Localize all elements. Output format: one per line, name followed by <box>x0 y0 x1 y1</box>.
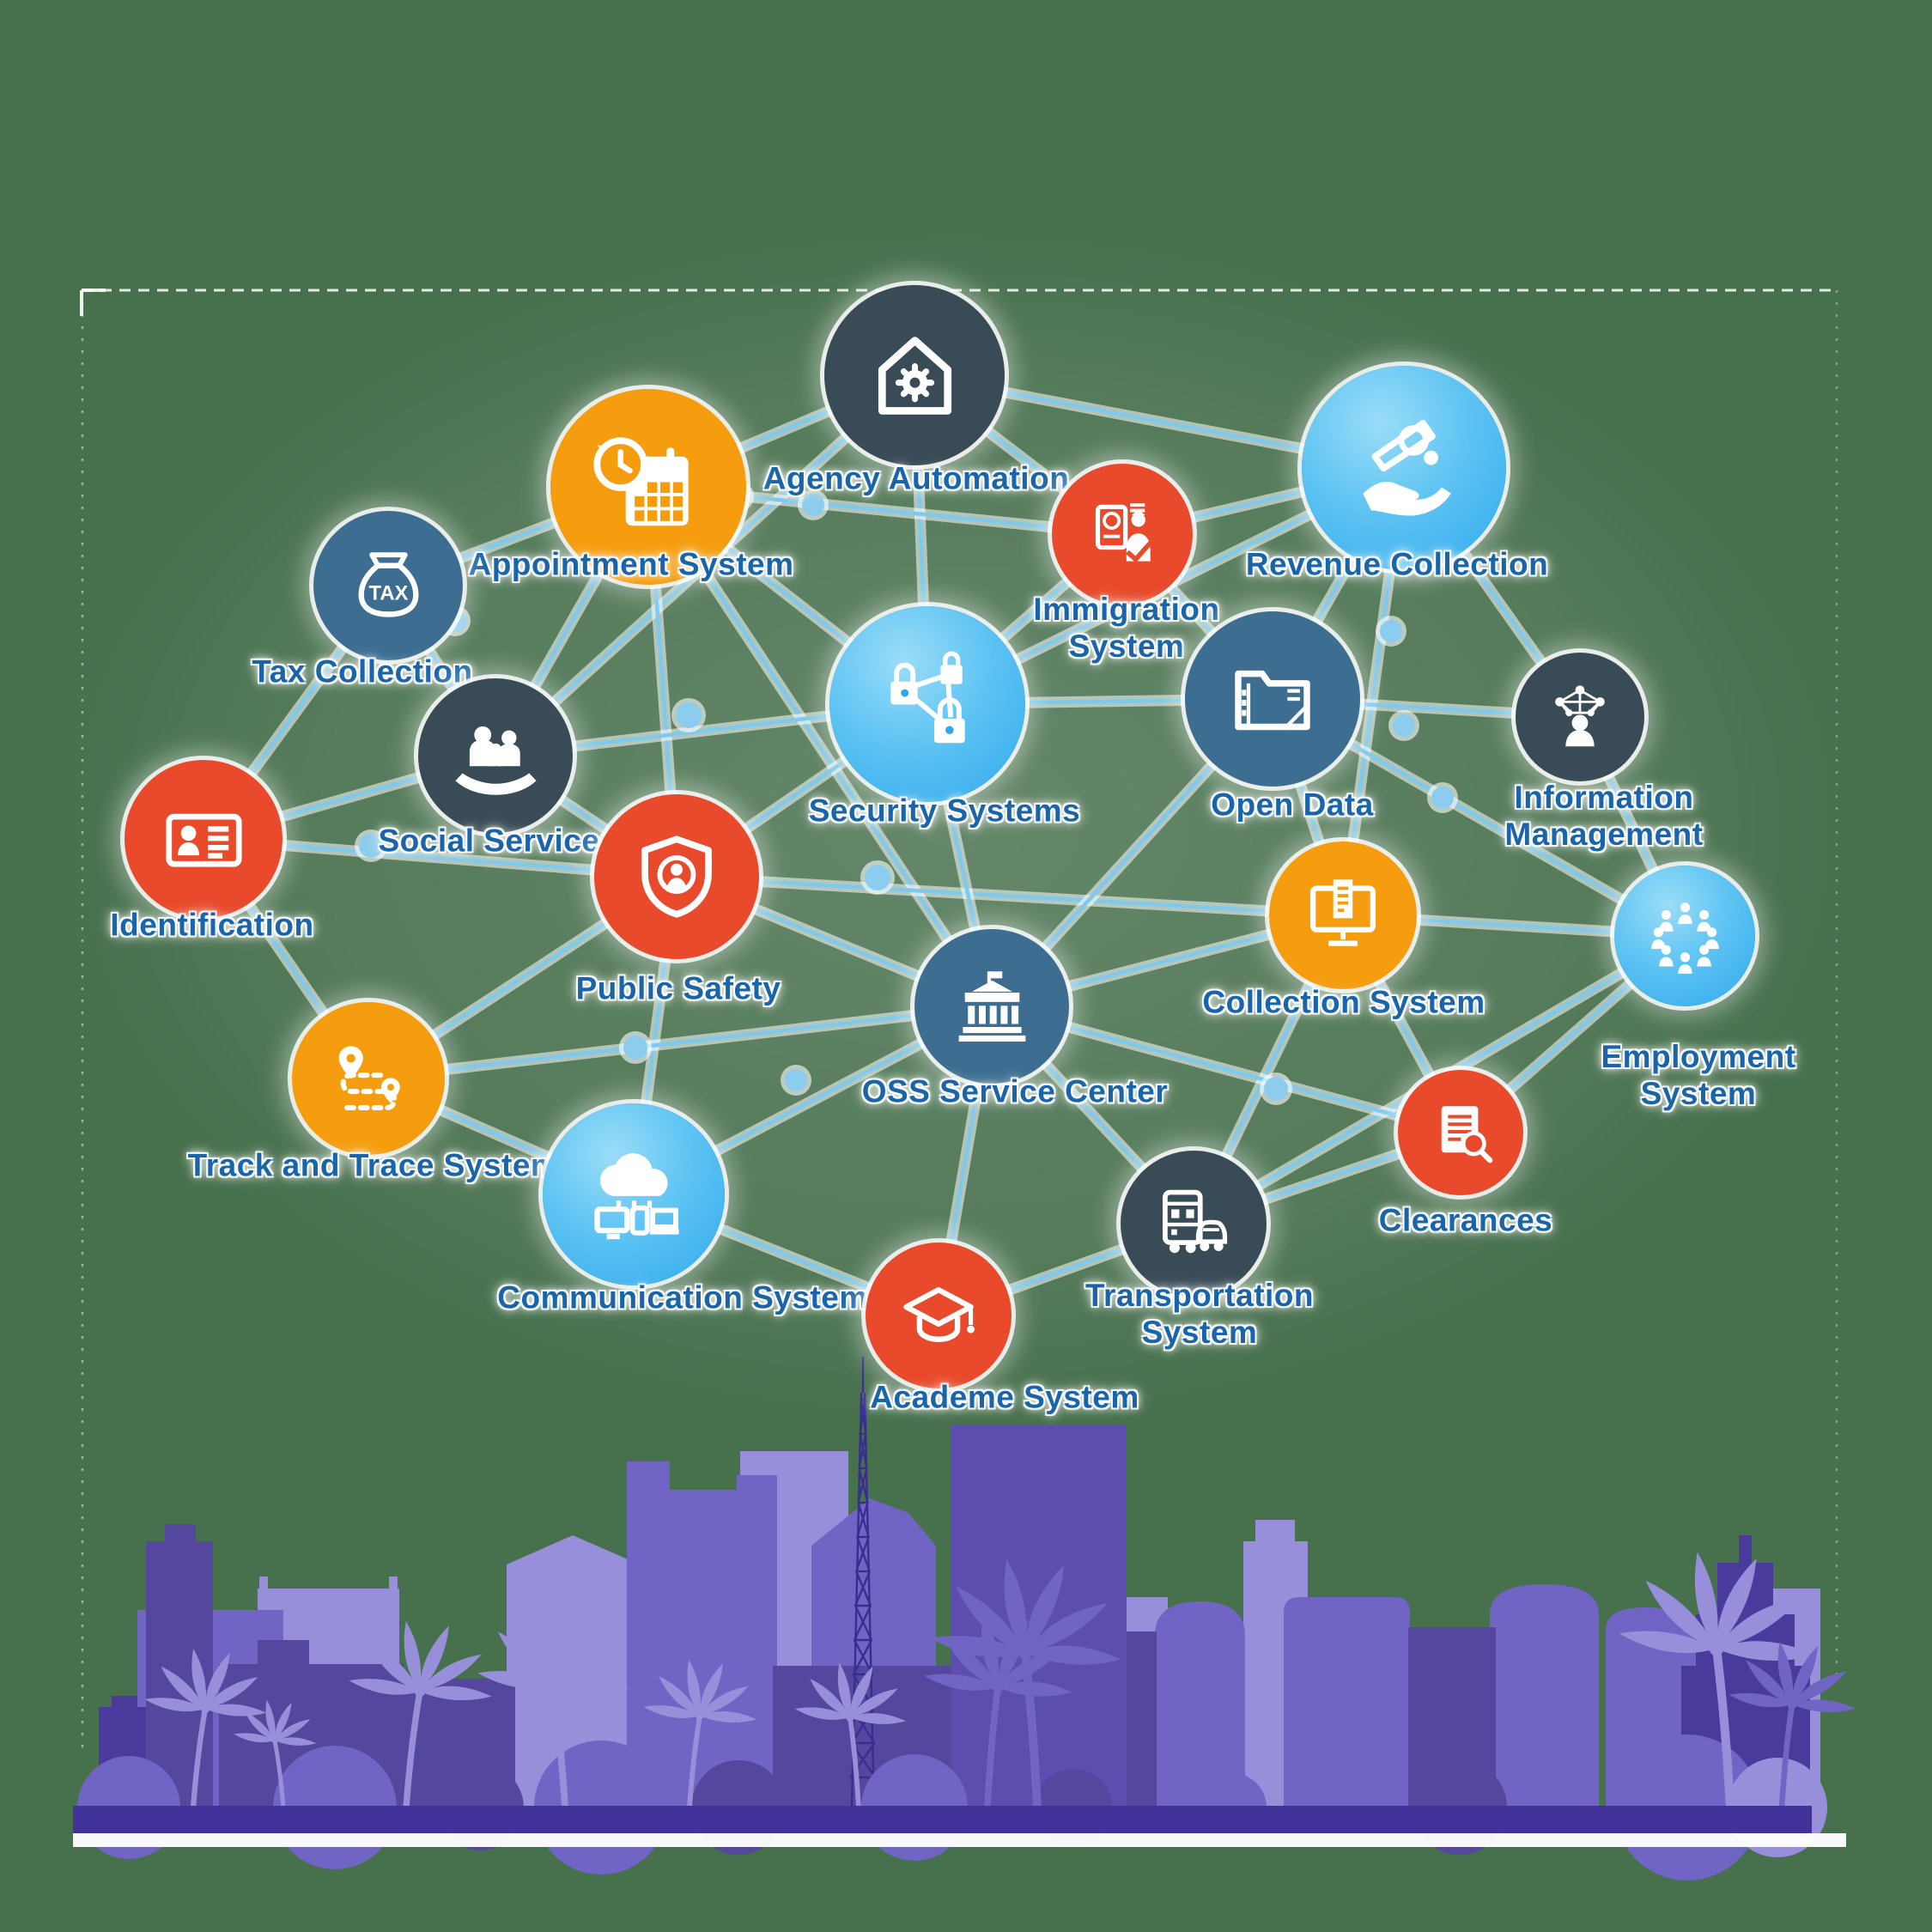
label-line: System <box>1068 629 1185 664</box>
palm-tree <box>930 1558 1121 1808</box>
cloud-devices-icon <box>593 1152 679 1239</box>
node-label-clearances: Clearances <box>1379 1202 1552 1239</box>
money-hand-icon <box>1362 419 1451 516</box>
dashed-frame-border <box>80 289 1838 1752</box>
city-skyline <box>73 1357 1856 1880</box>
family-care-icon <box>454 726 537 795</box>
node-oss <box>914 929 1069 1084</box>
calendar-clock-icon <box>592 436 689 526</box>
label-line: OSS Service Center <box>861 1073 1169 1109</box>
lock-network-icon <box>890 651 965 743</box>
node-agency <box>824 285 1005 465</box>
label-line: Information <box>1514 780 1694 815</box>
palm-tree <box>643 1659 757 1808</box>
graduation-cap-icon <box>903 1286 975 1343</box>
person-network-icon <box>1555 685 1605 747</box>
people-ring-icon <box>1650 902 1719 974</box>
node-label-communication: Communication System <box>497 1279 867 1316</box>
palm-tree <box>1619 1552 1815 1808</box>
node-identification <box>125 760 283 918</box>
node-label-revenue: Revenue Collection <box>1246 546 1548 583</box>
node-label-track: Track and Trace System <box>188 1147 560 1184</box>
node-label-academe: Academe System <box>870 1379 1139 1416</box>
node-clearances <box>1398 1070 1523 1195</box>
label-line: Appointment System <box>468 546 794 582</box>
label-line: Agency Automation <box>762 460 1070 496</box>
label-line: Academe System <box>870 1379 1139 1415</box>
node-revenue <box>1302 366 1506 570</box>
node-tax: TAX <box>313 511 463 660</box>
node-track <box>292 1002 445 1155</box>
node-appointment <box>550 389 746 585</box>
node-collection <box>1269 841 1417 989</box>
palm-tree <box>234 1699 317 1808</box>
svg-text:TAX: TAX <box>368 581 408 605</box>
node-label-collection: Collection System <box>1202 984 1485 1021</box>
node-information <box>1516 653 1644 781</box>
label-line: Security Systems <box>808 793 1081 829</box>
palm-tree <box>477 1609 629 1808</box>
label-line: Open Data <box>1211 787 1374 823</box>
palm-tree <box>349 1620 492 1808</box>
label-line: System <box>1141 1315 1258 1350</box>
node-label-security: Security Systems <box>809 793 1081 829</box>
id-card-icon <box>165 813 242 867</box>
document-search-icon <box>1441 1105 1492 1163</box>
monitor-receipt-icon <box>1309 879 1376 946</box>
palm-tree <box>794 1662 906 1808</box>
route-pins-icon <box>338 1045 400 1110</box>
label-line: Revenue Collection <box>1245 546 1549 582</box>
shield-person-icon <box>641 835 712 918</box>
government-building-icon <box>958 970 1025 1042</box>
bus-car-icon <box>1163 1189 1228 1254</box>
palm-tree <box>144 1649 267 1808</box>
node-open <box>1185 611 1360 787</box>
label-line: Social Services <box>378 823 618 859</box>
node-label-oss: OSS Service Center <box>862 1073 1169 1110</box>
node-label-tax: Tax Collection <box>252 653 472 690</box>
label-line: Management <box>1504 817 1704 852</box>
node-security <box>829 606 1025 802</box>
label-line: System <box>1640 1076 1757 1111</box>
node-label-identification: Identification <box>110 907 313 944</box>
passport-officer-icon <box>1095 502 1153 562</box>
tax-bag-icon: TAX <box>358 551 418 617</box>
palm-tree <box>1293 1669 1400 1808</box>
folder-icon <box>1235 670 1310 731</box>
label-line: Clearances <box>1378 1202 1553 1238</box>
label-line: Transportation <box>1084 1278 1315 1313</box>
node-transportation <box>1121 1151 1267 1297</box>
label-line: Collection System <box>1202 984 1485 1020</box>
node-label-social: Social Services <box>378 823 617 860</box>
node-label-appointment: Appointment System <box>468 546 793 583</box>
label-line: Track and Trace System <box>187 1147 560 1183</box>
label-line: Communication System <box>497 1279 868 1315</box>
palm-tree <box>1728 1641 1856 1808</box>
node-immigration <box>1052 464 1193 605</box>
node-social <box>418 678 573 833</box>
node-label-open: Open Data <box>1211 787 1374 823</box>
label-line: Immigration <box>1033 592 1220 627</box>
label-line: Identification <box>110 907 314 943</box>
node-employment <box>1614 866 1755 1006</box>
house-gear-icon <box>878 336 951 415</box>
label-line: Public Safety <box>575 970 781 1006</box>
node-academe <box>866 1242 1012 1388</box>
node-label-agency: Agency Automation <box>763 460 1070 497</box>
label-line: Employment <box>1601 1039 1796 1074</box>
node-communication <box>543 1103 725 1285</box>
label-line: Tax Collection <box>252 653 473 690</box>
node-public <box>594 794 759 959</box>
node-label-public: Public Safety <box>576 970 781 1007</box>
